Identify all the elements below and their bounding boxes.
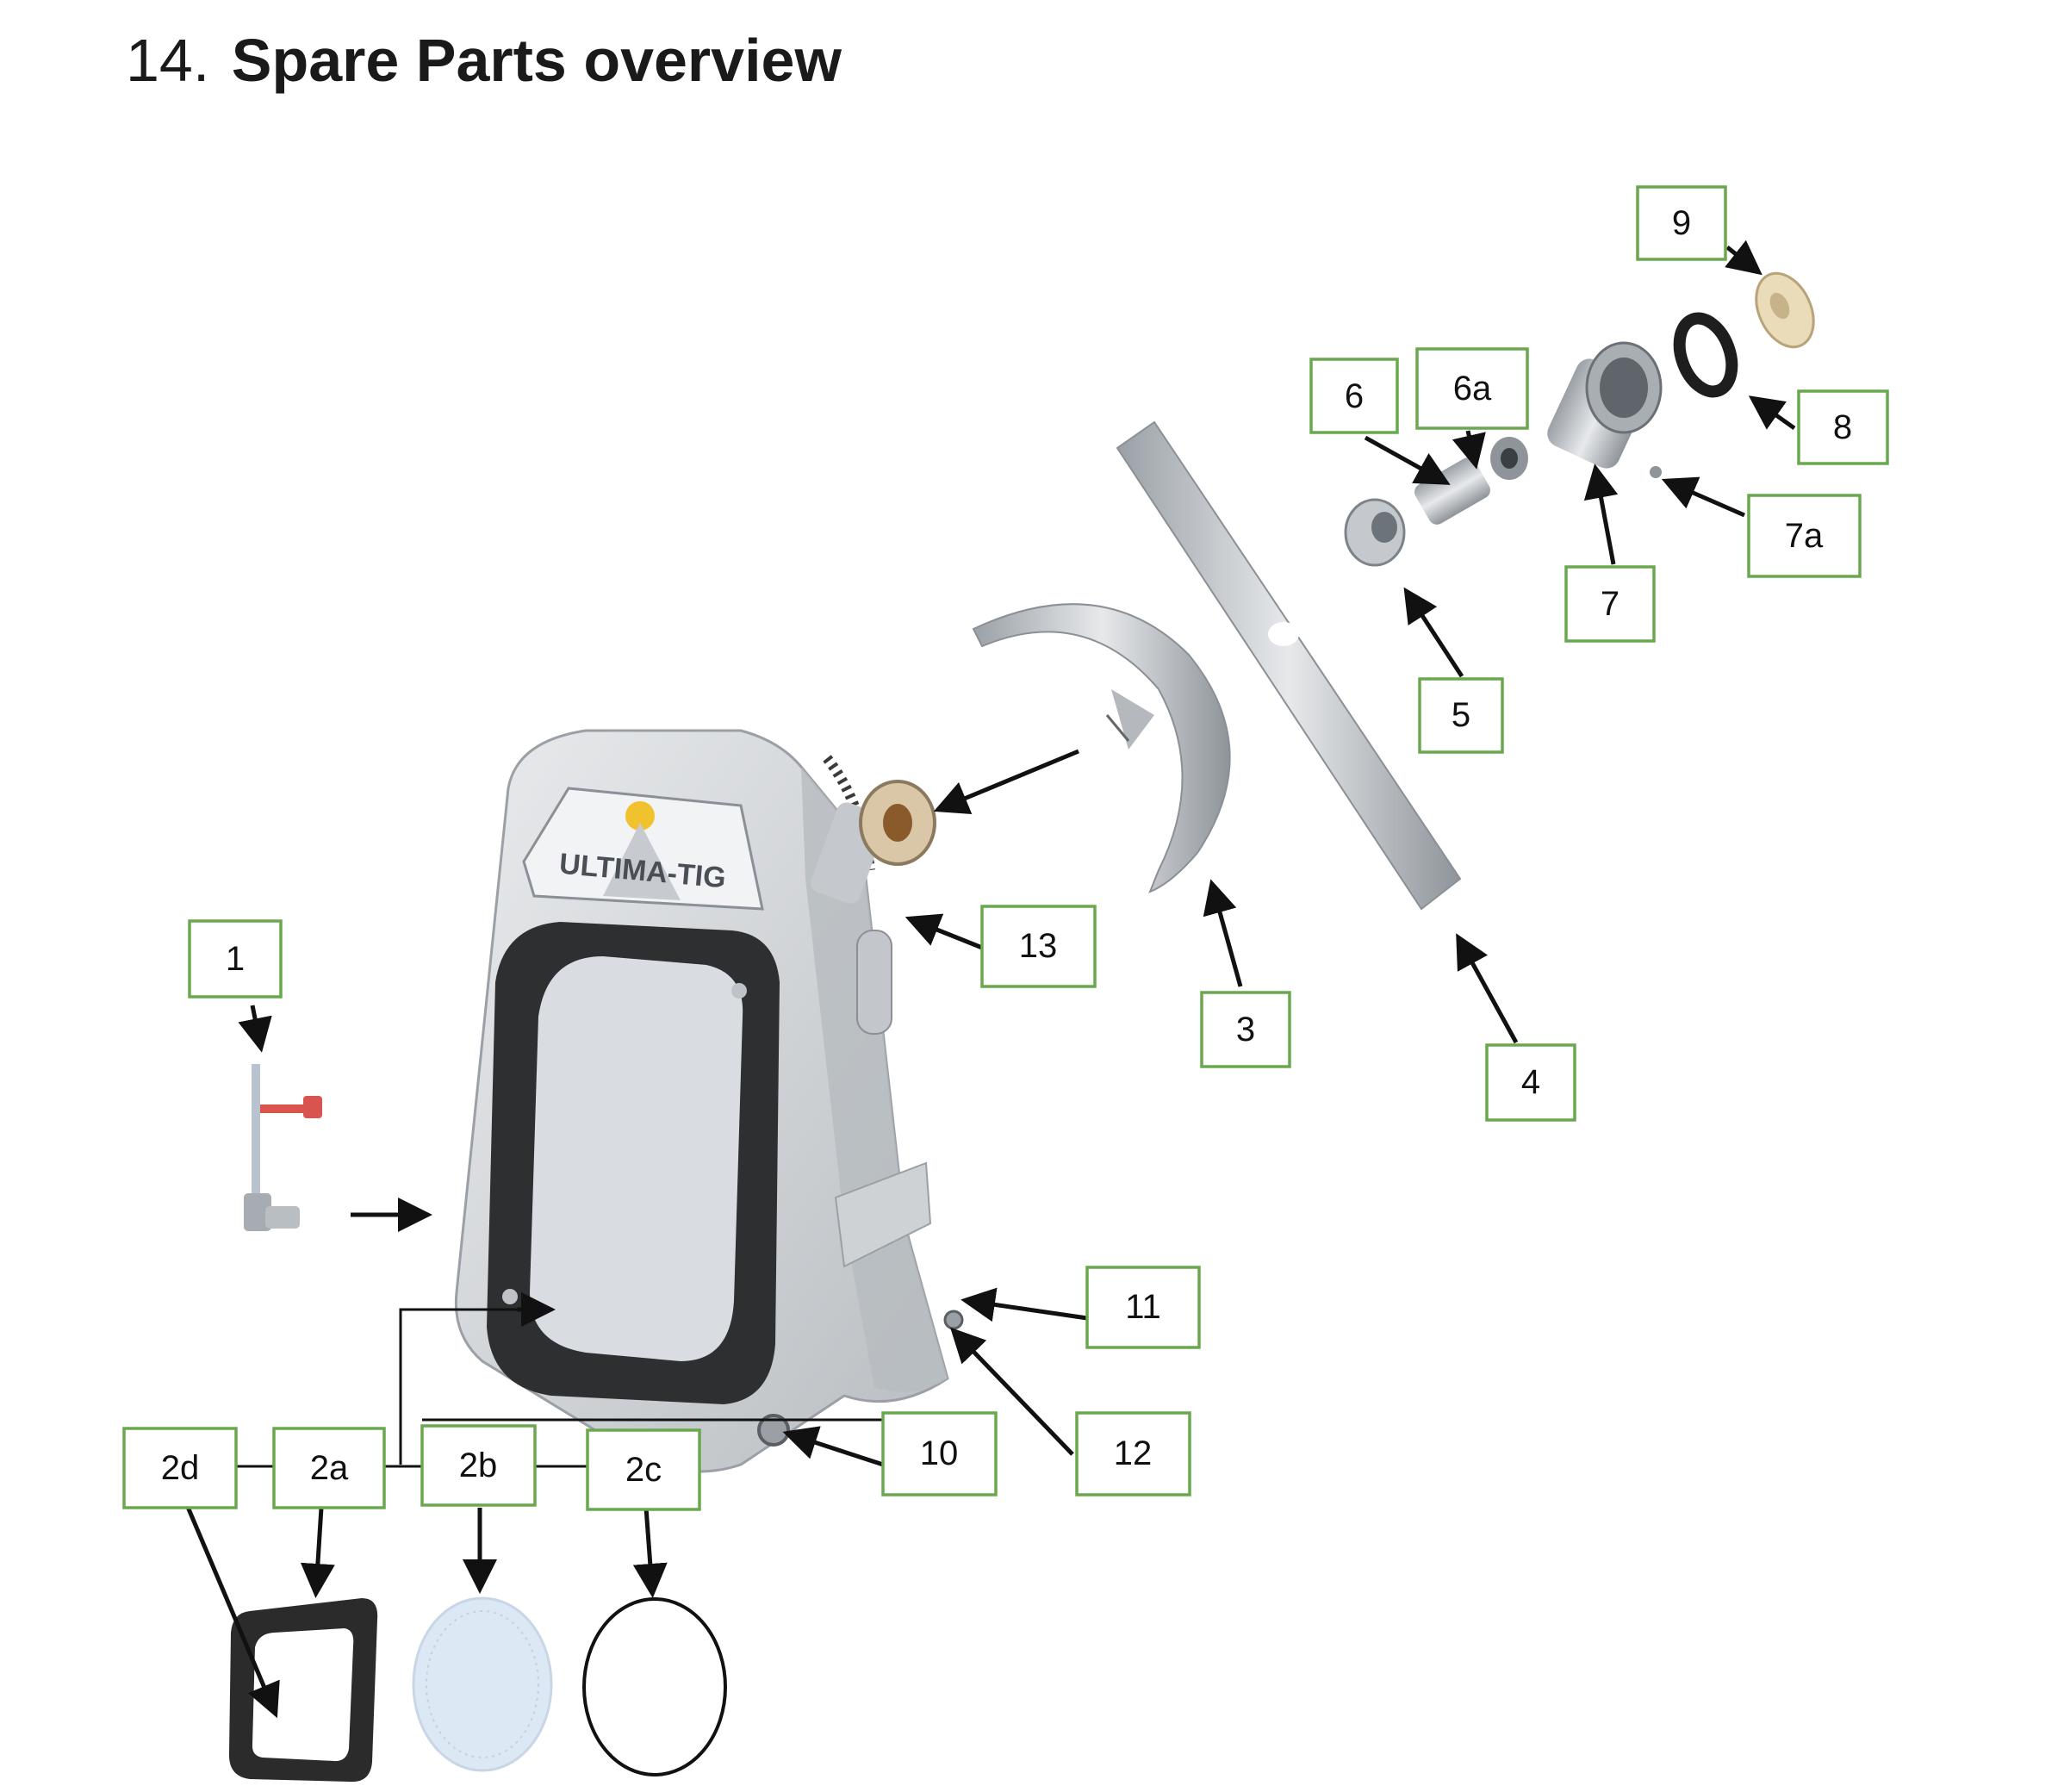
arrow-8 [1748,395,1796,431]
part-9-ceramic-ring [1755,271,1815,349]
callout-label: 13 [1019,927,1058,965]
callout-8: 8 [1797,389,1889,465]
callout-label: 4 [1521,1063,1540,1101]
callout-label: 2b [459,1447,498,1484]
page-title: 14. Spare Parts overview [126,26,842,95]
arrow-5 [1403,587,1464,678]
callout-11: 11 [1085,1266,1201,1349]
part-7-cup [1547,341,1663,469]
callout-2a: 2a [272,1427,386,1509]
callout-2b: 2b [420,1424,537,1507]
callout-5: 5 [1418,677,1504,754]
part-13-nozzle [811,780,936,904]
arrow-4 [1456,933,1519,1044]
callout-label: 7 [1601,585,1619,623]
callout-6: 6 [1309,358,1399,434]
callout-label: 8 [1833,408,1852,446]
callout-10: 10 [881,1411,998,1496]
part-2d-gasket [228,1598,378,1783]
callout-12: 12 [1075,1411,1191,1496]
callout-3: 3 [1200,991,1291,1068]
arrow-3 [1203,879,1243,987]
callout-label: 2a [310,1449,349,1487]
callout-label: 7a [1785,517,1824,555]
part-8-o-ring [1673,312,1738,398]
arrow-13-a [933,749,1079,814]
callout-label: 10 [920,1434,959,1472]
arrow-2a [300,1507,335,1598]
arrow-7a [1661,476,1746,518]
callout-4: 4 [1485,1043,1576,1122]
part-3-arc-shield [972,603,1231,893]
callout-2c: 2c [586,1428,701,1511]
arrow-6 [1364,435,1451,485]
arrow-10 [782,1426,884,1467]
callout-label: 2d [161,1449,200,1487]
part-1-gas-lance [244,1064,322,1231]
arrow-6a [1452,430,1486,470]
callout-label: 5 [1452,696,1470,734]
callout-7a: 7a [1747,494,1862,578]
callout-label: 6a [1453,370,1492,408]
arrow-13 [905,913,983,950]
callout-label: 9 [1672,204,1691,242]
callout-9: 9 [1636,185,1727,261]
arrow-12 [950,1327,1074,1456]
callout-label: 1 [226,940,245,978]
part-housing: ULTIMA-TIG [454,729,964,1473]
part-2b-mesh-filter [412,1596,553,1772]
leader-2-gasket [399,1308,538,1465]
callout-6a: 6a [1415,347,1529,430]
arrow-11 [961,1287,1088,1322]
section-number: 14. [126,27,210,94]
callout-label: 2c [625,1451,662,1489]
callout-label: 6 [1345,377,1364,415]
logo-sun-icon [625,801,655,831]
callout-1: 1 [188,919,283,999]
section-title: Spare Parts overview [231,27,842,94]
part-4-bar [1116,420,1462,911]
part-6-adapter [1414,437,1528,525]
arrow-2d [180,1494,280,1719]
arrow-2c [632,1507,668,1598]
arrow-1 [238,1005,272,1053]
callout-label: 3 [1236,1011,1255,1048]
part-7a-screw [1650,466,1662,478]
callout-label: 12 [1114,1434,1153,1472]
callout-13: 13 [980,905,1097,988]
arrow-7 [1583,464,1619,565]
callout-label: 11 [1125,1288,1161,1326]
callout-2d: 2d [122,1427,238,1509]
callout-7: 7 [1564,565,1656,643]
part-5-flange [1344,498,1406,567]
arrow-9 [1725,240,1762,276]
part-2c-ring [582,1597,727,1776]
